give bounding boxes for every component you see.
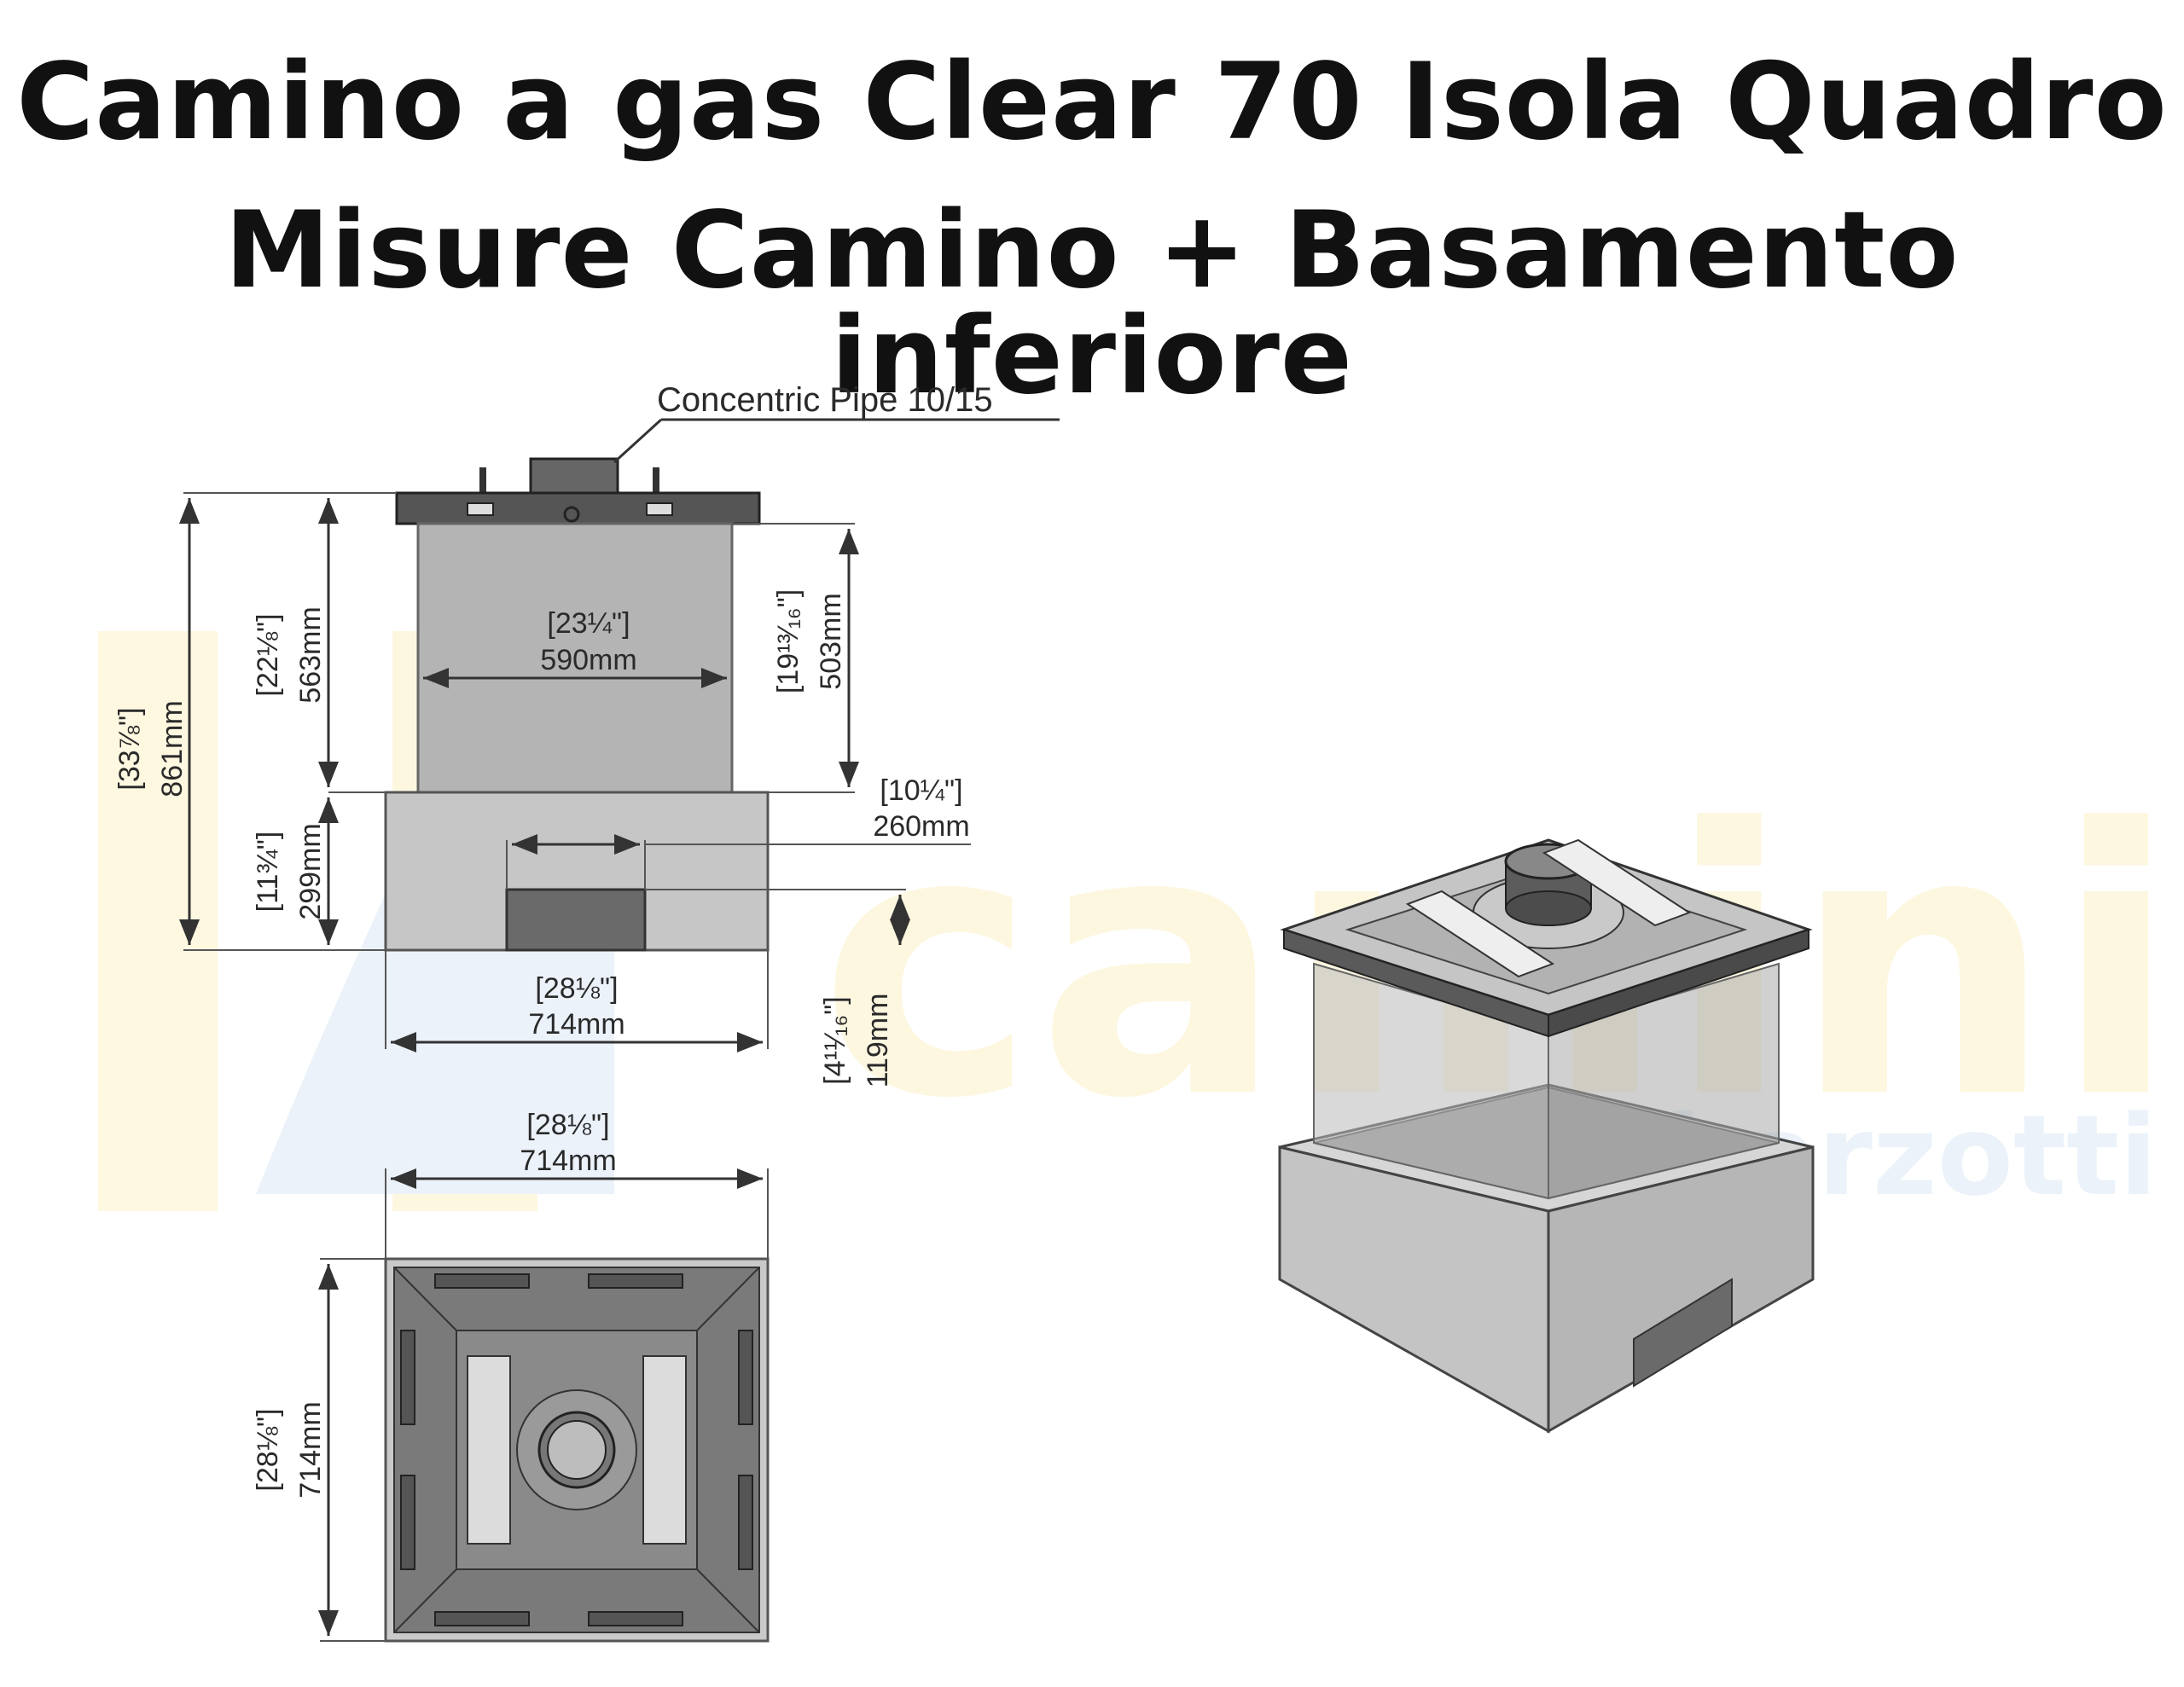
- base-height-mm: 299mm: [294, 823, 327, 919]
- base-width-mm: 714mm: [528, 1008, 624, 1041]
- top-depth-in: [28⅛"]: [252, 1408, 284, 1491]
- total-height-mm: 861mm: [156, 700, 189, 797]
- base-hatch: [505, 888, 647, 952]
- title-line-2: Misure Camino + Basamento inferiore: [224, 189, 1960, 418]
- isometric-view: [1278, 838, 1815, 1434]
- hatch-width-in: [10¼"]: [880, 774, 962, 807]
- top-width-in: [28⅛"]: [526, 1109, 609, 1141]
- iso-base-right: [1547, 1145, 1815, 1434]
- top-height-mm: 563mm: [294, 606, 327, 703]
- glass-height-mm: 503mm: [815, 593, 847, 689]
- pipe-label: Concentric Pipe 10/15: [657, 381, 993, 419]
- glass-width-in: [23¼"]: [547, 607, 630, 640]
- top-depth-mm: 714mm: [294, 1401, 327, 1498]
- top-view: [28⅛"] 714mm [28⅛"] 714mm: [252, 1109, 770, 1643]
- title-line-1: Camino a gas Clear 70 Isola Quadro: [16, 41, 2168, 164]
- glass-height-in: [19¹³⁄₁₆"]: [772, 589, 804, 693]
- top-width-mm: 714mm: [520, 1145, 616, 1177]
- iso-glass-right: [1548, 962, 1780, 1200]
- base-height-in: [11¾"]: [252, 832, 284, 913]
- top-height-in: [22⅛"]: [252, 613, 284, 696]
- glass-width-mm: 590mm: [540, 644, 636, 676]
- hatch-width-mm: 260mm: [873, 810, 969, 843]
- front-view: Concentric Pipe 10/15 [33⅞"] 861mm [22⅛"…: [113, 381, 1060, 1087]
- flue-pipe: [529, 457, 619, 495]
- hatch-height-in: [4¹¹⁄₁₆"]: [819, 996, 851, 1084]
- iso-base-hatch: [1633, 1278, 1733, 1388]
- hatch-height-mm: 119mm: [862, 994, 894, 1088]
- glass-body: [416, 522, 734, 794]
- base-width-in: [28⅛"]: [535, 972, 618, 1005]
- total-height-in: [33⅞"]: [113, 707, 146, 790]
